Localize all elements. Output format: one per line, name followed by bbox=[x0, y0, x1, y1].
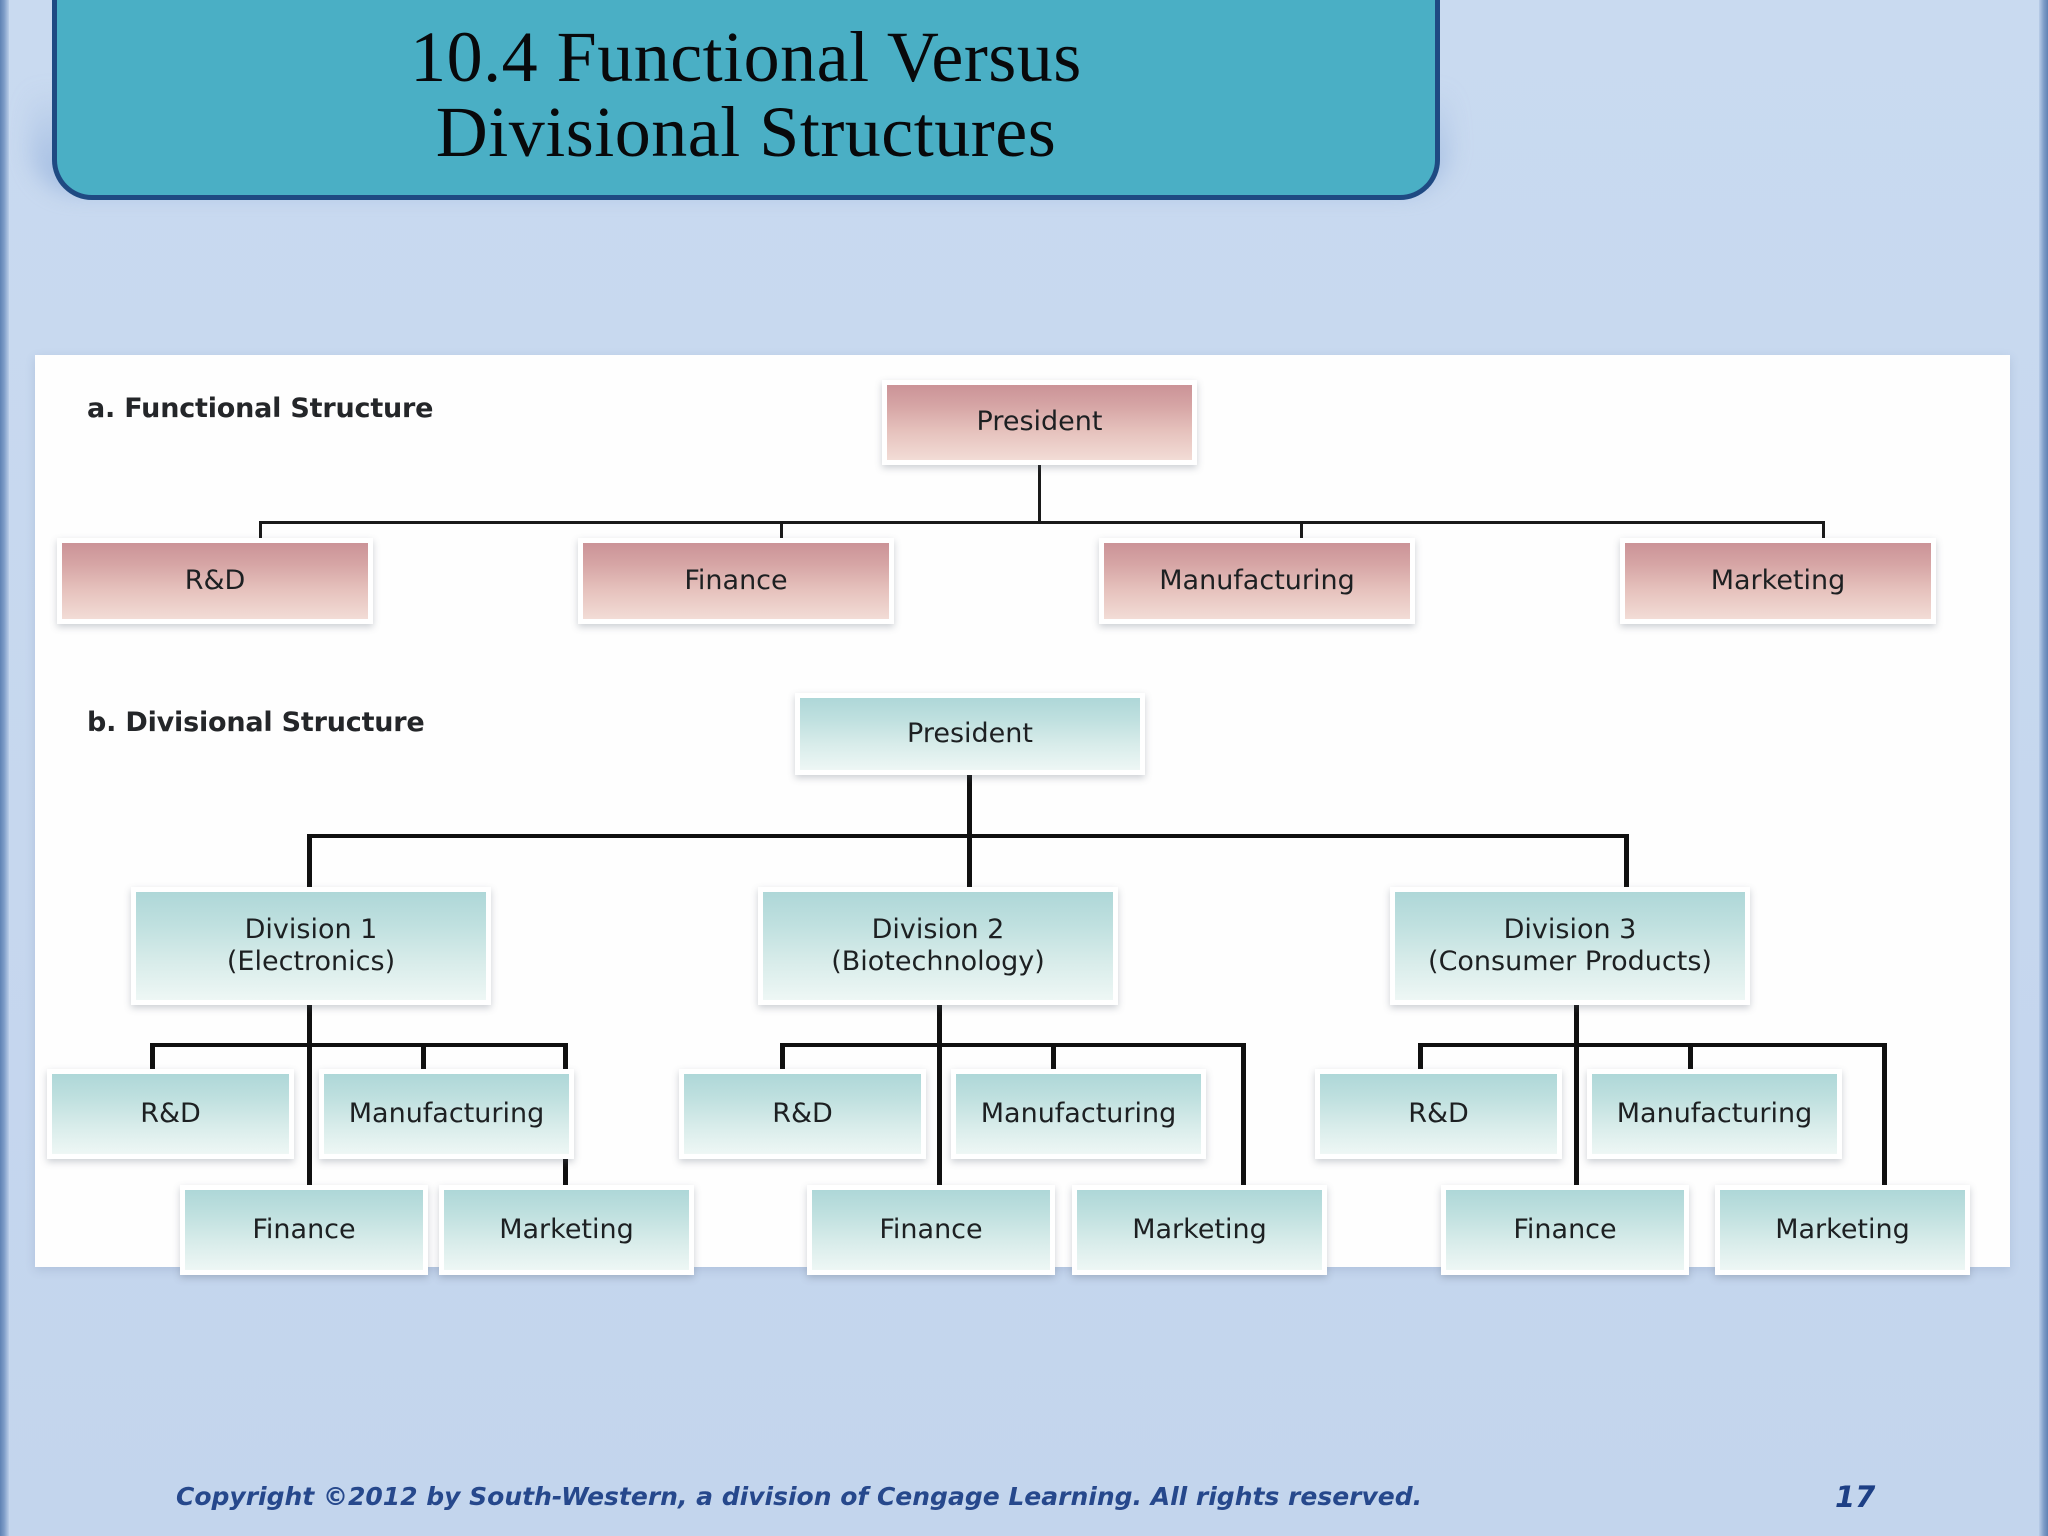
div1-function-box-manufacturing: Manufacturing bbox=[319, 1069, 574, 1159]
div3-function-label: Manufacturing bbox=[1592, 1074, 1837, 1154]
div2-function-label: R&D bbox=[684, 1074, 921, 1154]
functional-president-box: President bbox=[882, 380, 1197, 465]
divisional-structure-label: b. Divisional Structure bbox=[87, 707, 425, 738]
divisional-drop-div1 bbox=[307, 834, 312, 896]
footer-page-number: 17 bbox=[1835, 1480, 1876, 1514]
div1-function-box-rd: R&D bbox=[47, 1069, 294, 1159]
div1-bus bbox=[150, 1043, 565, 1047]
div3-bus bbox=[1418, 1043, 1886, 1047]
divisional-drop-div3 bbox=[1624, 834, 1629, 896]
div3-stem bbox=[1574, 1005, 1579, 1045]
functional-function-box-manufacturing: Manufacturing bbox=[1099, 538, 1415, 624]
div1-drop-manufacturing bbox=[421, 1043, 426, 1076]
title-banner: 10.4 Functional Versus Divisional Struct… bbox=[52, 0, 1440, 200]
functional-president-label: President bbox=[887, 385, 1192, 460]
div2-drop-finance bbox=[937, 1043, 942, 1233]
div2-bus bbox=[780, 1043, 1245, 1047]
div2-function-box-finance: Finance bbox=[807, 1185, 1055, 1275]
div3-function-label: Finance bbox=[1446, 1190, 1684, 1270]
div3-function-box-marketing: Marketing bbox=[1715, 1185, 1970, 1275]
divisional-drop-div2 bbox=[967, 834, 972, 896]
division-label: Division 2 (Biotechnology) bbox=[763, 892, 1113, 1000]
div3-drop-finance bbox=[1574, 1043, 1579, 1233]
division-label: Division 3 (Consumer Products) bbox=[1395, 892, 1745, 1000]
div2-stem bbox=[937, 1005, 942, 1045]
div2-function-box-manufacturing: Manufacturing bbox=[951, 1069, 1206, 1159]
div1-stem bbox=[307, 1005, 312, 1045]
div1-function-label: Finance bbox=[185, 1190, 423, 1270]
divisional-president-box: President bbox=[795, 693, 1145, 775]
div2-function-box-marketing: Marketing bbox=[1072, 1185, 1327, 1275]
div3-drop-marketing bbox=[1882, 1043, 1887, 1233]
division-box-3: Division 3 (Consumer Products) bbox=[1390, 887, 1750, 1005]
div2-function-label: Manufacturing bbox=[956, 1074, 1201, 1154]
div1-function-label: R&D bbox=[52, 1074, 289, 1154]
divisional-president-label: President bbox=[800, 698, 1140, 770]
left-edge-strip bbox=[0, 0, 9, 1536]
div3-function-label: Marketing bbox=[1720, 1190, 1965, 1270]
functional-function-label: Marketing bbox=[1625, 543, 1931, 619]
functional-function-box-finance: Finance bbox=[578, 538, 894, 624]
div2-function-label: Finance bbox=[812, 1190, 1050, 1270]
divisional-root-stem bbox=[967, 775, 972, 837]
functional-root-stem bbox=[1038, 465, 1041, 523]
division-box-2: Division 2 (Biotechnology) bbox=[758, 887, 1118, 1005]
functional-bus bbox=[259, 521, 1822, 524]
right-edge-strip bbox=[2039, 0, 2048, 1536]
functional-function-label: Manufacturing bbox=[1104, 543, 1410, 619]
slide-title: 10.4 Functional Versus Divisional Struct… bbox=[410, 17, 1082, 172]
functional-function-box-marketing: Marketing bbox=[1620, 538, 1936, 624]
div1-drop-rd bbox=[150, 1043, 155, 1076]
exhibit-panel: a. Functional Structure President R&D Fi… bbox=[35, 355, 2010, 1275]
functional-function-box-rd: R&D bbox=[57, 538, 373, 624]
div3-function-label: R&D bbox=[1320, 1074, 1557, 1154]
div3-drop-manufacturing bbox=[1688, 1043, 1693, 1076]
div2-drop-marketing bbox=[1241, 1043, 1246, 1233]
div2-function-label: Marketing bbox=[1077, 1190, 1322, 1270]
div1-function-box-marketing: Marketing bbox=[439, 1185, 694, 1275]
division-box-1: Division 1 (Electronics) bbox=[131, 887, 491, 1005]
div2-drop-rd bbox=[780, 1043, 785, 1076]
div1-drop-finance bbox=[307, 1043, 312, 1233]
functional-function-label: R&D bbox=[62, 543, 368, 619]
division-label: Division 1 (Electronics) bbox=[136, 892, 486, 1000]
functional-structure-label: a. Functional Structure bbox=[87, 393, 434, 424]
functional-function-label: Finance bbox=[583, 543, 889, 619]
div3-function-box-rd: R&D bbox=[1315, 1069, 1562, 1159]
div1-function-label: Manufacturing bbox=[324, 1074, 569, 1154]
div3-function-box-finance: Finance bbox=[1441, 1185, 1689, 1275]
div3-function-box-manufacturing: Manufacturing bbox=[1587, 1069, 1842, 1159]
footer-copyright-text: Copyright ©2012 by South-Western, a divi… bbox=[176, 1482, 1423, 1511]
div3-drop-rd bbox=[1418, 1043, 1423, 1076]
div2-function-box-rd: R&D bbox=[679, 1069, 926, 1159]
div2-drop-manufacturing bbox=[1051, 1043, 1056, 1076]
div1-function-label: Marketing bbox=[444, 1190, 689, 1270]
div1-function-box-finance: Finance bbox=[180, 1185, 428, 1275]
